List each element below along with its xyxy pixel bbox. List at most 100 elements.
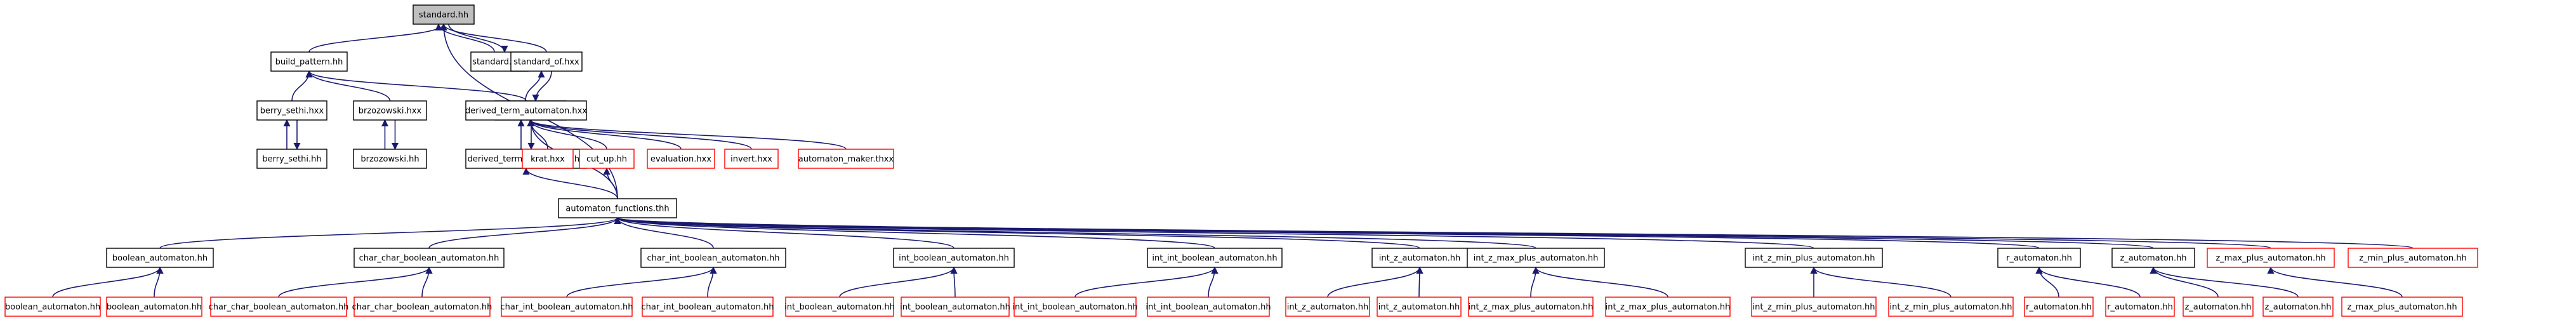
node-box xyxy=(1467,248,1605,268)
node-int-int-boolean-automaton-hh-1: int_int_boolean_automaton.hh xyxy=(1012,297,1138,317)
edge-r-automaton-hh-to-automaton-functions-thh xyxy=(614,217,2040,249)
edge-z-automaton-hh-2-to-z-automaton-hh xyxy=(2150,266,2299,298)
node-label: int_z_min_plus_automaton.hh xyxy=(1753,254,1875,263)
node-label: int_z_automaton.hh xyxy=(1287,303,1369,312)
node-label: int_int_boolean_automaton.hh xyxy=(1012,303,1137,312)
edge-int-z-max-plus-automaton-hh-1-to-int-z-max-plus-automaton-hh xyxy=(1530,266,1540,298)
edge-z-automaton-hh-1-to-z-automaton-hh xyxy=(2150,266,2219,298)
edge-int-boolean-automaton-hh-to-automaton-functions-thh xyxy=(614,217,954,249)
node-box xyxy=(465,100,587,121)
node-box xyxy=(724,149,779,169)
node-box xyxy=(353,149,427,169)
node-int-z-max-plus-automaton-hh[interactable]: int_z_max_plus_automaton.hh xyxy=(1467,248,1605,268)
node-label: char_char_boolean_automaton.hh xyxy=(352,303,492,312)
node-cut-up-hh: cut_up.hh xyxy=(579,149,635,169)
node-krat-hxx: krat.hxx xyxy=(522,149,574,169)
node-box xyxy=(1745,248,1883,268)
edge-boolean-automaton-hh-1-to-boolean-automaton-hh xyxy=(52,266,164,298)
node-label: boolean_automaton.hh xyxy=(107,303,202,312)
node-box xyxy=(579,149,635,169)
node-invert-hxx: invert.hxx xyxy=(724,149,779,169)
node-berry-sethi-hxx[interactable]: berry_sethi.hxx xyxy=(256,100,327,121)
node-z-automaton-hh-1: z_automaton.hh xyxy=(2183,297,2254,317)
edge-boolean-automaton-hh-to-automaton-functions-thh xyxy=(159,217,621,249)
edge-z-min-plus-automaton-hh-to-automaton-functions-thh xyxy=(614,217,2414,249)
node-int-z-min-plus-automaton-hh-2: int_z_min_plus_automaton.hh xyxy=(1888,297,2014,317)
edge-berry-sethi-hxx-to-build-pattern-hh xyxy=(291,70,313,102)
node-box xyxy=(640,248,786,268)
node-label: int_boolean_automaton.hh xyxy=(900,303,1010,312)
node-box xyxy=(501,297,633,317)
node-standard-of-hxx[interactable]: standard_of.hxx xyxy=(510,51,583,72)
edge-char-int-boolean-automaton-hh-1-to-char-int-boolean-automaton-hh xyxy=(566,266,717,298)
node-automaton-maker-thxx: automaton_maker.thxx xyxy=(798,149,894,169)
node-box xyxy=(2207,248,2335,268)
node-char-char-boolean-automaton-hh-2: char_char_boolean_automaton.hh xyxy=(352,297,492,317)
node-boolean-automaton-hh-2: boolean_automaton.hh xyxy=(106,297,202,317)
node-int-z-max-plus-automaton-hh-2: int_z_max_plus_automaton.hh xyxy=(1605,297,1731,317)
node-brzozowski-hxx[interactable]: brzozowski.hxx xyxy=(353,100,427,121)
node-box xyxy=(4,297,101,317)
node-box xyxy=(256,100,327,121)
node-label: brzozowski.hh xyxy=(360,155,419,164)
node-label: berry_sethi.hh xyxy=(262,155,321,164)
node-r-automaton-hh[interactable]: r_automaton.hh xyxy=(1997,248,2081,268)
node-label: z_max_plus_automaton.hh xyxy=(2216,254,2325,263)
node-box xyxy=(353,297,491,317)
node-box xyxy=(256,149,327,169)
node-char-int-boolean-automaton-hh[interactable]: char_int_boolean_automaton.hh xyxy=(640,248,786,268)
edge-derived-term-automaton-hxx-to-build-pattern-hh xyxy=(305,70,527,102)
node-box xyxy=(210,297,347,317)
node-box xyxy=(893,248,1015,268)
node-berry-sethi-hh[interactable]: berry_sethi.hh xyxy=(256,149,327,169)
node-int-int-boolean-automaton-hh[interactable]: int_int_boolean_automaton.hh xyxy=(1147,248,1283,268)
node-box xyxy=(270,51,348,72)
node-char-char-boolean-automaton-hh[interactable]: char_char_boolean_automaton.hh xyxy=(353,248,505,268)
node-int-z-automaton-hh[interactable]: int_z_automaton.hh xyxy=(1371,248,1468,268)
node-z-automaton-hh[interactable]: z_automaton.hh xyxy=(2111,248,2195,268)
node-standard-hh[interactable]: standard.hh xyxy=(413,4,475,25)
node-label: char_char_boolean_automaton.hh xyxy=(359,254,499,263)
node-int-z-min-plus-automaton-hh[interactable]: int_z_min_plus_automaton.hh xyxy=(1745,248,1883,268)
node-r-automaton-hh-1: r_automaton.hh xyxy=(2024,297,2094,317)
edge-int-int-boolean-automaton-hh-to-automaton-functions-thh xyxy=(614,217,1215,249)
node-build-pattern-hh[interactable]: build_pattern.hh xyxy=(270,51,348,72)
node-label: brzozowski.hxx xyxy=(359,107,422,116)
node-box xyxy=(1147,248,1283,268)
node-label: r_automaton.hh xyxy=(2006,254,2072,263)
node-label: int_int_boolean_automaton.hh xyxy=(1152,254,1277,263)
node-int-boolean-automaton-hh[interactable]: int_boolean_automaton.hh xyxy=(893,248,1015,268)
node-box xyxy=(1014,297,1137,317)
node-label: boolean_automaton.hh xyxy=(112,254,208,263)
edge-standard-of-hh-to-standard-of-hxx xyxy=(525,70,545,102)
node-label: char_int_boolean_automaton.hh xyxy=(647,254,780,263)
node-automaton-functions-thh[interactable]: automaton_functions.thh xyxy=(558,198,677,218)
node-z-min-plus-automaton-hh: z_min_plus_automaton.hh xyxy=(2348,248,2478,268)
node-label: derived_term_automaton.hxx xyxy=(465,107,587,116)
node-box xyxy=(353,248,505,268)
edge-int-int-boolean-automaton-hh-1-to-int-int-boolean-automaton-hh xyxy=(1074,266,1219,298)
node-boolean-automaton-hh[interactable]: boolean_automaton.hh xyxy=(106,248,214,268)
node-int-boolean-automaton-hh-1: int_boolean_automaton.hh xyxy=(784,297,895,317)
node-label: int_int_boolean_automaton.hh xyxy=(1146,303,1271,312)
node-char-char-boolean-automaton-hh-1: char_char_boolean_automaton.hh xyxy=(209,297,348,317)
edge-int-z-min-plus-automaton-hh-2-to-int-z-min-plus-automaton-hh xyxy=(1810,266,1952,298)
node-int-z-automaton-hh-1: int_z_automaton.hh xyxy=(1285,297,1370,317)
node-box xyxy=(2341,297,2463,317)
edge-int-z-automaton-hh-2-to-int-z-automaton-hh xyxy=(1416,266,1423,298)
node-label: automaton_functions.thh xyxy=(565,204,669,214)
node-label: automaton_maker.thxx xyxy=(798,155,894,164)
node-derived-term-automaton-hxx[interactable]: derived_term_automaton.hxx xyxy=(465,100,587,121)
node-box xyxy=(510,51,583,72)
node-box xyxy=(1285,297,1370,317)
node-label: build_pattern.hh xyxy=(275,58,343,67)
node-label: r_automaton.hh xyxy=(2026,303,2092,312)
node-label: int_z_automaton.hh xyxy=(1379,254,1461,263)
node-label: char_int_boolean_automaton.hh xyxy=(642,303,774,312)
node-label: z_automaton.hh xyxy=(2184,303,2251,312)
node-brzozowski-hh[interactable]: brzozowski.hh xyxy=(353,149,427,169)
node-label: int_z_min_plus_automaton.hh xyxy=(1890,303,2012,312)
node-label: krat.hxx xyxy=(531,155,565,164)
node-int-int-boolean-automaton-hh-2: int_int_boolean_automaton.hh xyxy=(1146,297,1271,317)
